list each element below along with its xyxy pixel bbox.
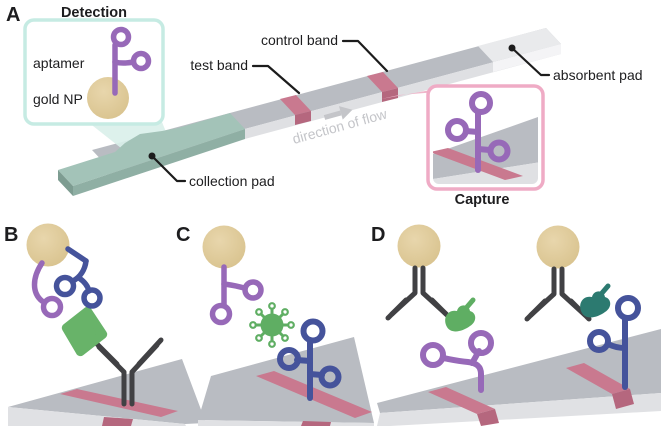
pad-b-front [8,407,186,426]
test-band-leader-line [251,64,301,95]
test-band-front [295,111,311,125]
annotations: test band control band absorbent pad col… [148,32,643,189]
test-band-label: test band [190,57,248,73]
capture-title: Capture [455,192,510,208]
test-band [280,95,311,115]
control-band-front [382,88,398,102]
gold-nanoparticle-icon [397,224,441,268]
collection-pad-top [58,113,245,186]
detection-callout: Detection aptamer gold NP [23,5,165,126]
pad-b-band [60,389,178,417]
detection-title: Detection [61,5,127,21]
absorbent-pad-top [478,28,561,62]
virus-icon [249,302,295,348]
panel-d: D [371,224,661,426]
pad-d-front [377,393,661,426]
absorbent-pad-front [493,44,561,72]
detection-aptamer-icon [209,264,264,326]
panel-a-letter: A [6,4,20,26]
antibody-icon [524,266,592,322]
pad-b-band-front [102,417,133,426]
pad-d-control-band-front [612,389,634,409]
panel-c: C [176,224,374,426]
gold-nanoparticle-icon [202,225,246,269]
pad-c-band-front [301,421,331,426]
absorbent-pad-leader-line [510,46,551,77]
panel-b-letter: B [4,224,18,246]
collection-pad-label: collection pad [189,173,275,189]
direction-of-flow-arrow [323,106,353,120]
pad-d-control-band [566,363,630,394]
pad-d-test-band-front [477,409,499,426]
analyte-green-icon [445,297,476,332]
panel-b: B [4,223,206,426]
collection-pad-leader-line [150,154,187,183]
antibody-icon [385,265,453,321]
capture-aptamer-icon [277,318,342,401]
aptamer-icon [587,295,641,390]
gold-nanoparticle-icon [26,223,70,267]
aptamer-icon [110,26,152,96]
panel-c-letter: C [176,224,190,246]
absorbent-pad-label: absorbent pad [553,67,643,83]
gold-nanoparticle-icon [536,225,580,269]
pad-d-test-band [428,387,495,414]
control-band-leader-line [341,39,389,73]
capture-aptamer-icon [445,91,511,173]
analyte-protein-icon [61,306,108,357]
pad-c-band [256,371,372,418]
aptamer-label: aptamer [33,55,85,71]
gold-nanoparticle-icon [87,77,129,119]
collection-pad-end [58,170,73,196]
panel-d-letter: D [371,224,385,246]
antibody-icon [92,337,164,407]
analyte-teal-icon [580,283,611,318]
detection-aptamer-icon [31,260,64,319]
capture-aptamer-icon [53,246,103,309]
capture-callout: Capture [426,84,545,208]
aptamer-icon [420,330,494,393]
control-band [367,72,398,92]
gold-np-label: gold NP [33,91,83,107]
control-band-label: control band [261,32,338,48]
panel-a: Detection aptamer gold NP Capture [6,4,643,208]
